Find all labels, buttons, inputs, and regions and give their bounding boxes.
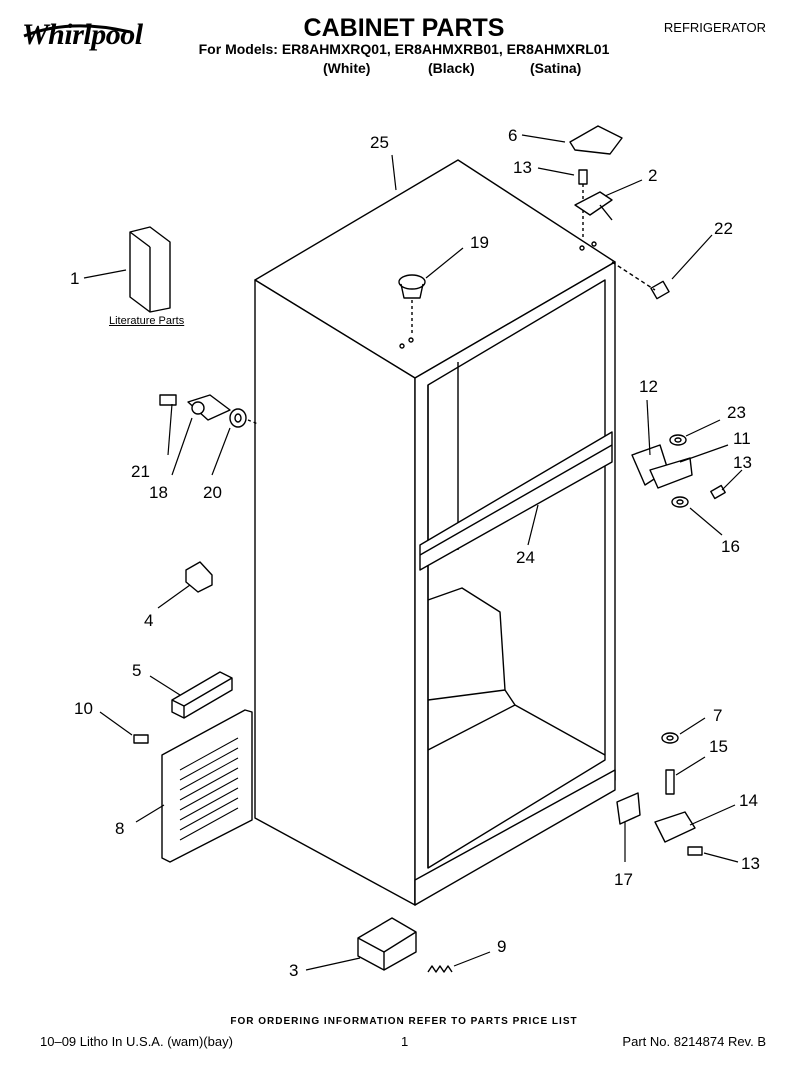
callout-18: 18 [149,483,168,502]
variant-satina: (Satina) [530,60,582,76]
page-title: CABINET PARTS [303,14,505,42]
clip [185,561,213,593]
hinge-pin-bracket [187,394,231,421]
toe-grille [161,709,253,863]
print-info: 10–09 Litho In U.S.A. (wam)(bay) [40,1034,233,1049]
part-number: Part No. 8214874 Rev. B [622,1034,766,1049]
literature-parts-label: Literature Parts [109,315,185,327]
hinge-cover [569,125,623,155]
bottom-hinge [654,811,696,843]
top-hinge [574,191,613,216]
callout-14: 14 [739,791,758,810]
callout-13c: 13 [741,854,760,873]
callout-22: 22 [714,219,733,238]
callout-13: 13 [513,158,532,177]
washer [661,732,679,744]
callout-7: 7 [713,706,723,725]
callout-6: 6 [508,126,518,145]
hinge-pin [665,769,675,795]
callout-24: 24 [516,548,535,567]
callout-23: 23 [727,403,746,422]
callout-3: 3 [289,961,299,980]
callout-10: 10 [74,699,93,718]
shim-plate [616,792,641,825]
variant-white: (White) [323,60,371,76]
callout-5: 5 [132,661,142,680]
callout-9: 9 [497,937,507,956]
callout-25: 25 [370,133,389,152]
leveling-spring [427,965,453,973]
callout-20: 20 [203,483,222,502]
callout-16: 16 [721,537,740,556]
callout-2: 2 [648,166,658,185]
cabinet-shell [254,159,616,906]
callout-8: 8 [115,819,125,838]
callout-11: 11 [733,429,751,448]
callout-4: 4 [144,611,154,630]
callout-1: 1 [70,269,80,288]
callout-21: 21 [131,462,150,481]
callout-17: 17 [614,870,633,889]
brand-logo-swoosh [23,24,131,38]
brand-logo: Whirlpool [22,18,143,51]
plug-button [398,274,426,290]
callout-19: 19 [470,233,489,252]
models-line: For Models: ER8AHMXRQ01, ER8AHMXRB01, ER… [198,41,610,57]
page-number: 1 [401,1034,409,1049]
roller-assembly [357,917,417,971]
ordering-note: FOR ORDERING INFORMATION REFER TO PARTS … [230,1016,578,1027]
variant-black: (Black) [428,60,475,76]
category-label: REFRIGERATOR [663,20,766,35]
callout-15: 15 [709,737,728,756]
door-stop [650,280,670,300]
callout-12: 12 [639,377,658,396]
callout-13b: 13 [733,453,752,472]
